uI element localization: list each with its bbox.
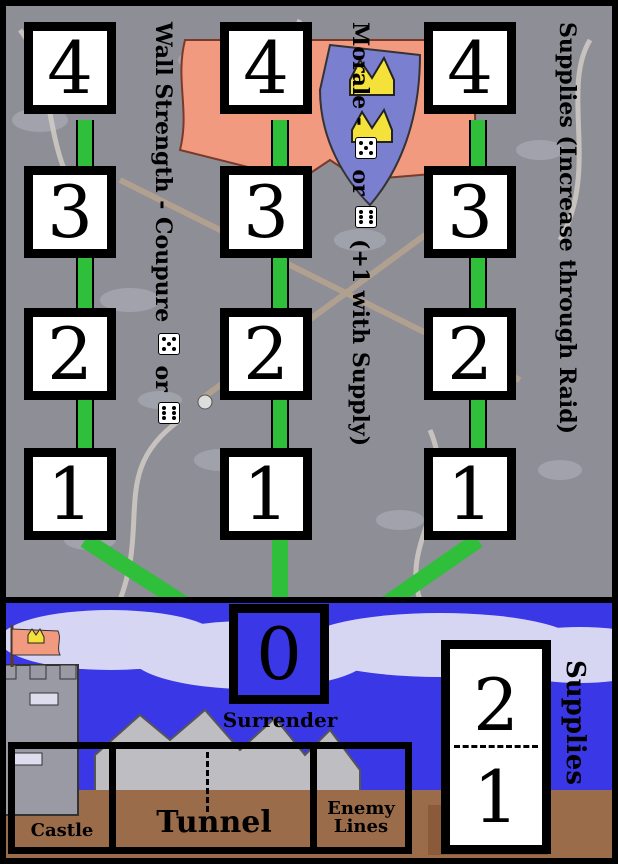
morale-space-4[interactable]: 4 [220,22,312,114]
morale-space-2[interactable]: 2 [220,308,312,400]
supply-store-divider [454,745,538,748]
supplies-space-3[interactable]: 3 [424,166,516,258]
supplies-label: Supplies [560,660,590,785]
wall-strength-space-2[interactable]: 2 [24,308,116,400]
die-icon [158,402,180,424]
die-icon [355,137,377,159]
supplies-raid-label: Supplies (Increase through Raid) [554,22,580,434]
supplies-space-1[interactable]: 1 [424,448,516,540]
tunnel-label: Tunnel [116,808,312,838]
surrender-space[interactable]: 0 [229,604,329,704]
tunnel-divider [206,752,209,812]
region-divider [0,597,618,603]
wall-strength-space-1[interactable]: 1 [24,448,116,540]
morale-space-3[interactable]: 3 [220,166,312,258]
enemy-lines-label: Enemy Lines [316,800,406,836]
wall-strength-label: Wall Strength - Coupure or [150,22,180,427]
morale-space-1[interactable]: 1 [220,448,312,540]
wall-strength-space-4[interactable]: 4 [24,22,116,114]
die-icon [355,206,377,228]
supplies-space-4[interactable]: 4 [424,22,516,114]
wall-strength-space-3[interactable]: 3 [24,166,116,258]
supply-store-space-1[interactable]: 1 [450,761,542,833]
supplies-space-2[interactable]: 2 [424,308,516,400]
castle-label: Castle [16,822,108,840]
surrender-label: Surrender [205,708,355,732]
die-icon [158,333,180,355]
morale-label: Morale - or (+1 with Supply) [347,22,377,446]
supply-store-track: 2 1 [441,640,551,854]
supply-store-space-2[interactable]: 2 [450,669,542,741]
